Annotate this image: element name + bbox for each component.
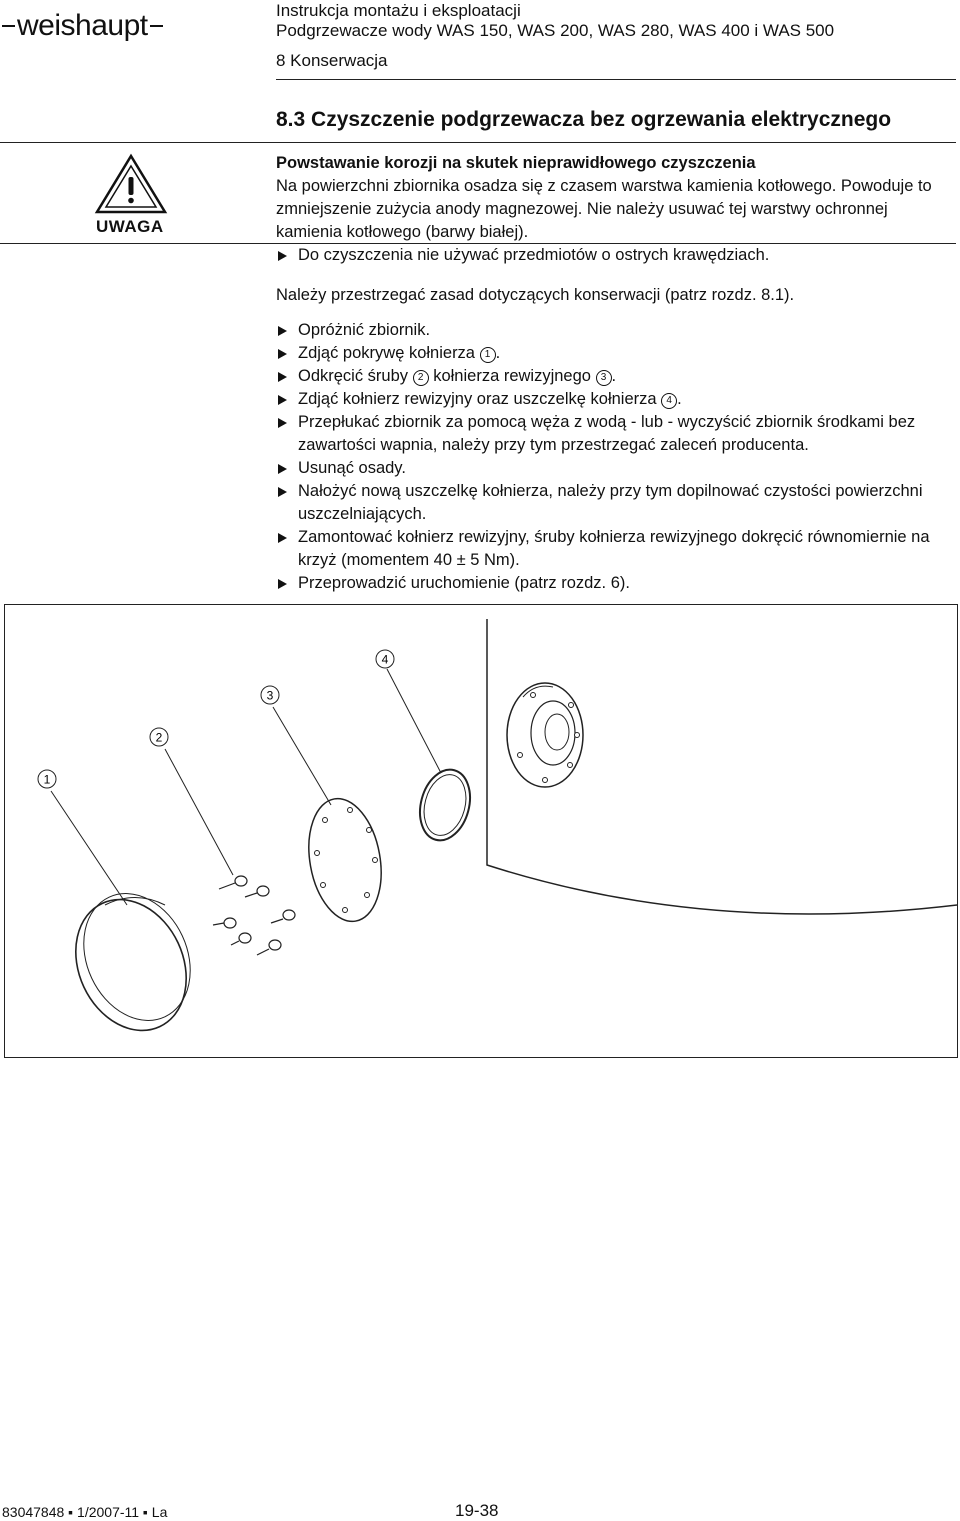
doc-subtitle: Podgrzewacze wody WAS 150, WAS 200, WAS … [276, 21, 835, 40]
svg-text:1: 1 [44, 773, 51, 787]
step-item: Odkręcić śruby 2 kołnierza rewizyjnego 3… [276, 365, 960, 388]
step-item: Nałożyć nową uszczelkę kołnierza, należy… [276, 480, 960, 526]
ref-marker: 2 [412, 370, 429, 386]
warning-heading: Powstawanie korozji na skutek nieprawidł… [276, 154, 756, 172]
ref-marker: 3 [595, 370, 612, 386]
ref-marker: 1 [479, 347, 496, 363]
warning-bullet: Do czyszczenia nie używać przedmiotów o … [276, 244, 956, 267]
figure-drawing: 1 2 3 4 [37, 619, 958, 1032]
header-rule [276, 79, 956, 80]
warning-top-rule [0, 142, 956, 143]
steps-list: Opróżnić zbiornik. Zdjąć pokrywę kołnier… [276, 319, 960, 595]
ref-marker: 4 [661, 393, 678, 409]
step-item: Zdjąć kołnierz rewizyjny oraz uszczelkę … [276, 388, 960, 411]
tank-flange-drawing [506, 682, 584, 788]
warning-triangle-icon [94, 153, 168, 214]
svg-text:3: 3 [267, 689, 274, 703]
step-item: Przepłukać zbiornik za pomocą węża z wod… [276, 411, 960, 457]
screws-drawing [212, 875, 296, 956]
page-title: 8.3 Czyszczenie podgrzewacza bez ogrzewa… [276, 108, 892, 131]
page-number: 19-38 [455, 1501, 499, 1520]
intro-text: Należy przestrzegać zasad dotyczących ko… [276, 286, 795, 304]
step-item: Usunąć osady. [276, 457, 960, 480]
svg-text:4: 4 [382, 653, 389, 667]
callout-3: 3 [260, 685, 280, 705]
callout-4: 4 [375, 649, 395, 669]
warning-bottom-rule [0, 243, 956, 244]
gasket-drawing [419, 768, 471, 842]
flange-cover-drawing [75, 893, 191, 1032]
exploded-view-figure: 1 2 3 4 [4, 604, 958, 1058]
svg-text:2: 2 [156, 731, 163, 745]
step-item: Zdjąć pokrywę kołnierza 1. [276, 342, 960, 365]
warning-body: Na powierzchni zbiornika osadza się z cz… [276, 177, 932, 241]
warning-text: Powstawanie korozji na skutek nieprawidł… [276, 152, 956, 267]
callout-1: 1 [37, 769, 57, 789]
doc-title: Instrukcja montażu i eksploatacji [276, 1, 521, 20]
callout-2: 2 [149, 727, 169, 747]
warning-label: UWAGA [96, 217, 164, 236]
step-item: Zamontować kołnierz rewizyjny, śruby koł… [276, 526, 960, 572]
footer-doc-code: 83047848 ▪ 1/2007-11 ▪ La [2, 1504, 168, 1520]
weishaupt-logo: weishaupt [0, 6, 168, 46]
step-item: Przeprowadzić uruchomienie (patrz rozdz.… [276, 572, 960, 595]
step-item: Opróżnić zbiornik. [276, 319, 960, 342]
section-heading: 8 Konserwacja [276, 51, 388, 70]
revision-flange-drawing [308, 797, 382, 923]
